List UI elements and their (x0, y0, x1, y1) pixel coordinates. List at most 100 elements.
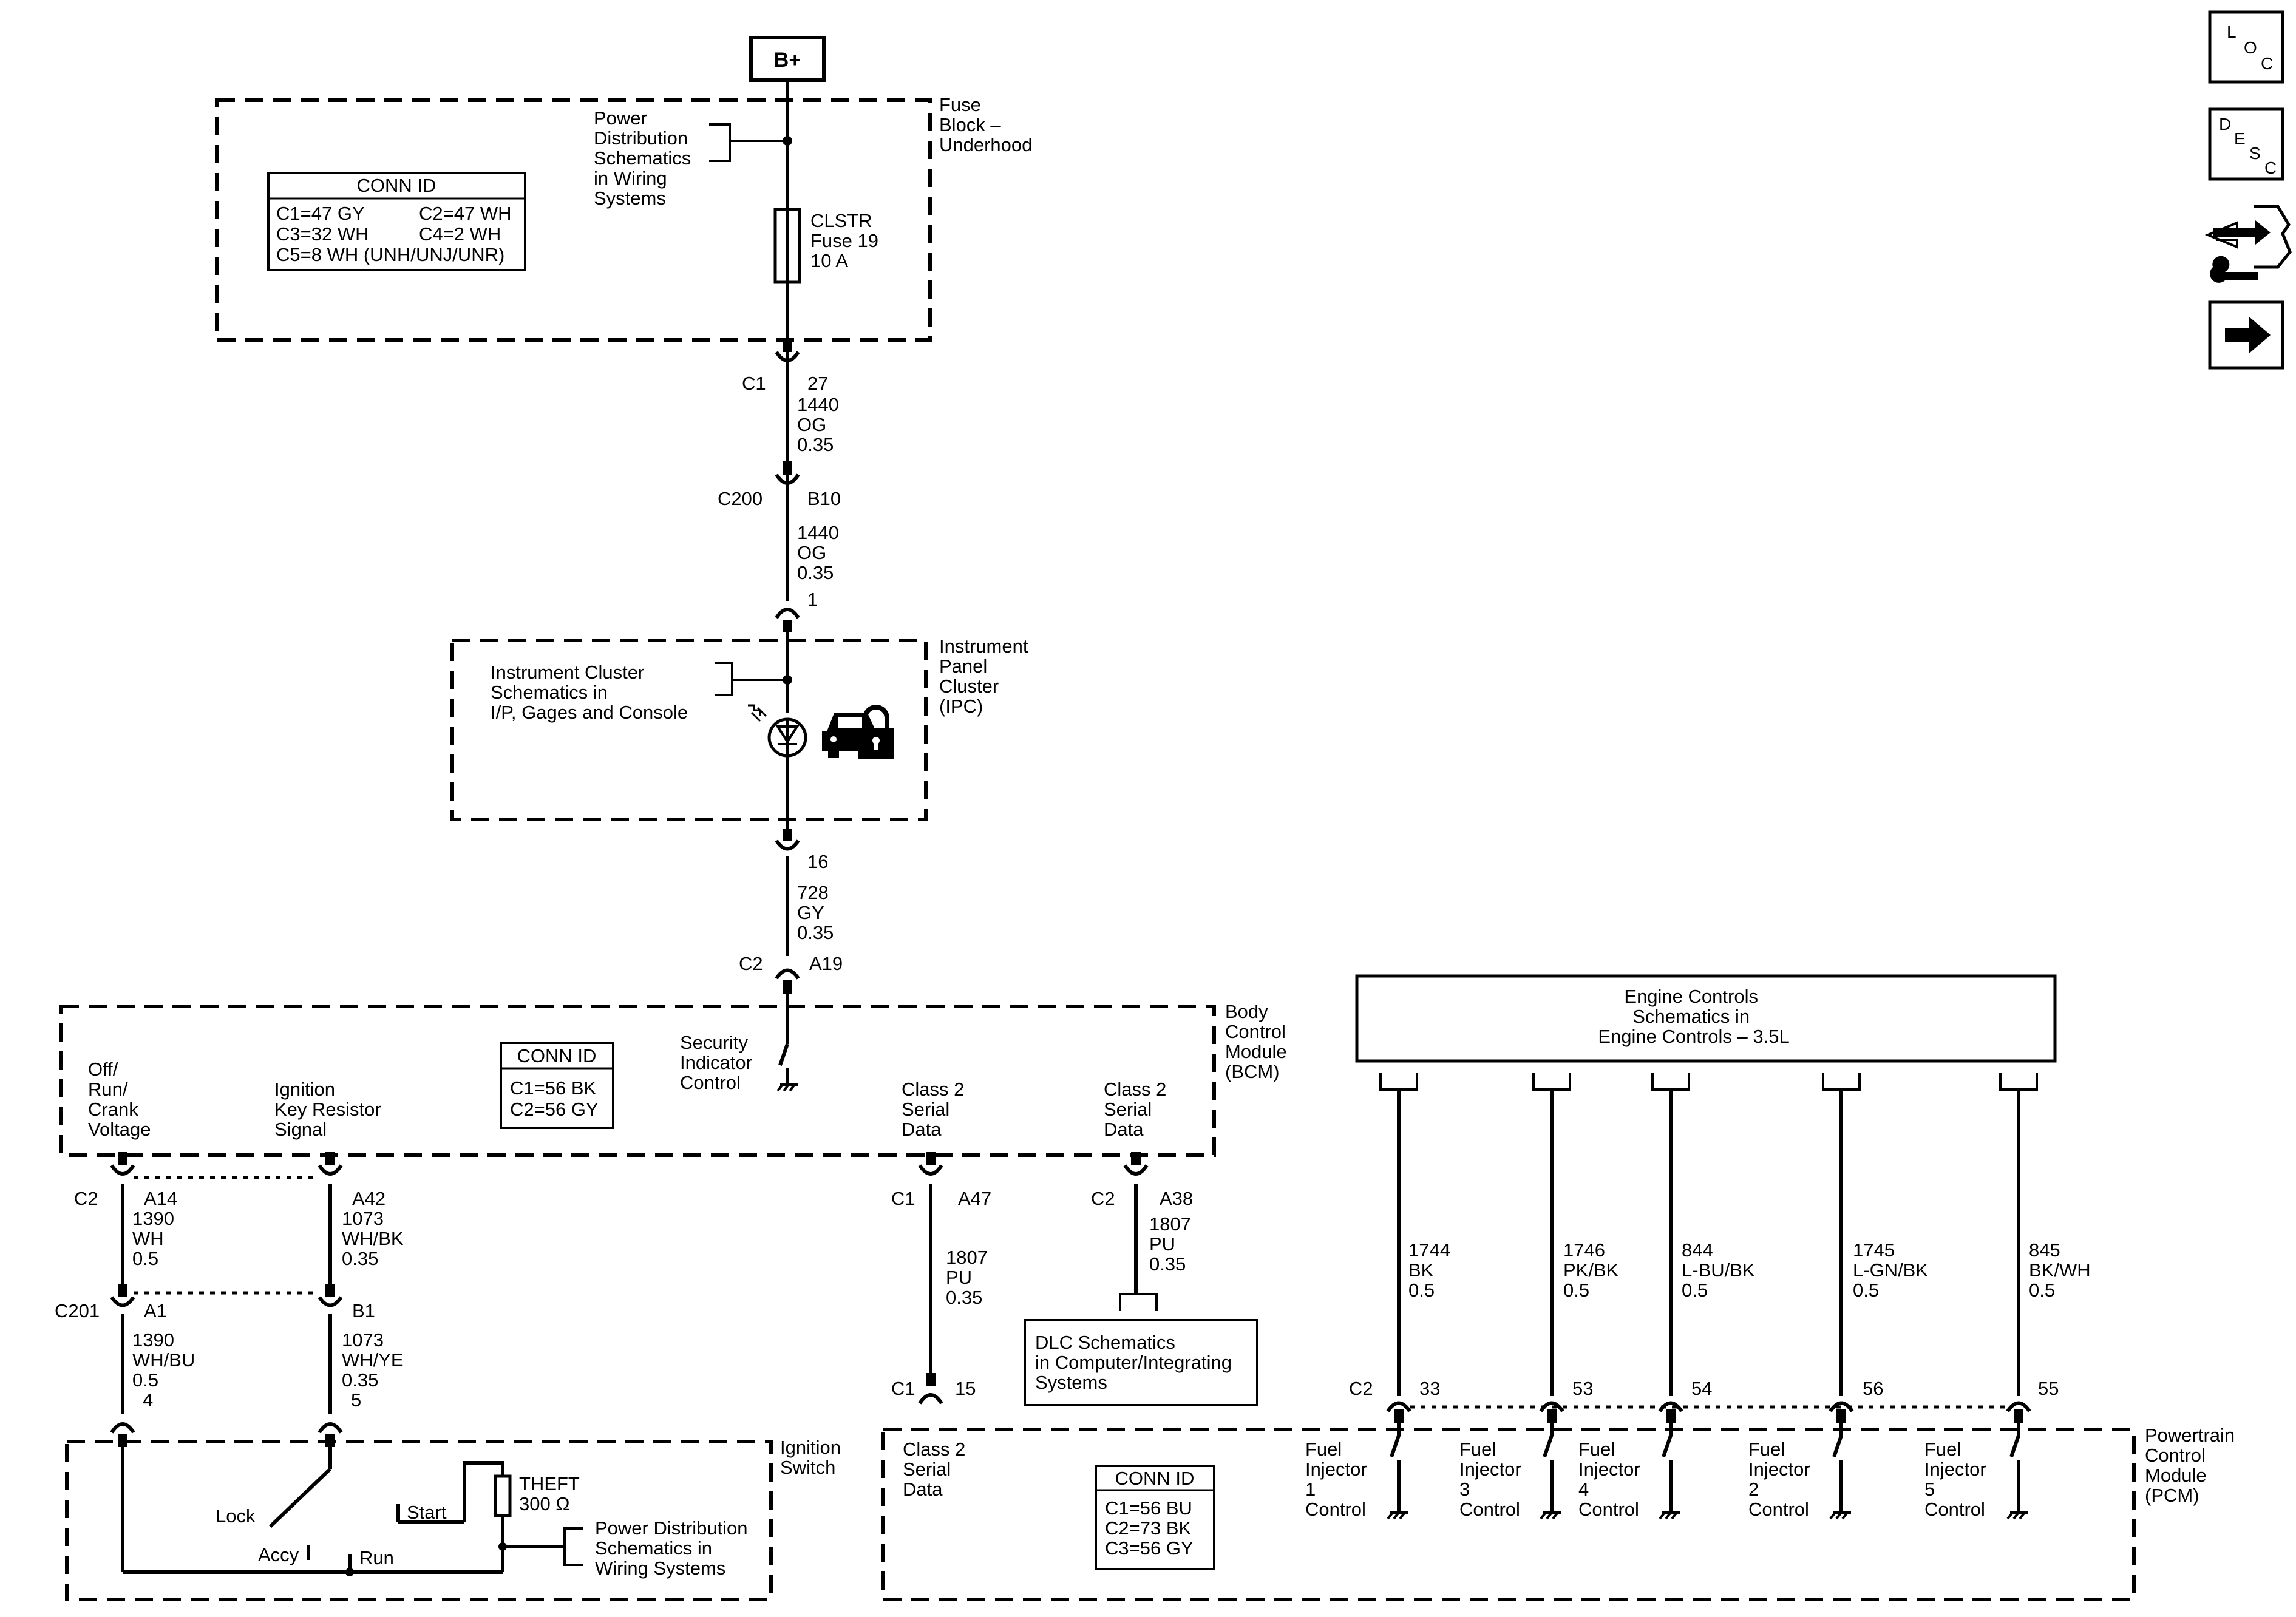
svg-text:A14: A14 (144, 1188, 177, 1209)
svg-text:C4=2 WH: C4=2 WH (419, 223, 501, 245)
pcm-connector-c2: C2 (1349, 1378, 1373, 1399)
svg-text:THEFT 300 Ω: THEFT 300 Ω (519, 1473, 585, 1514)
dlc-schematics-ref[interactable]: DLC Schematics in Computer/Integrating S… (1024, 1319, 1258, 1406)
svg-text:C201: C201 (55, 1300, 100, 1321)
svg-text:B1: B1 (352, 1300, 375, 1321)
power-distribution-ref[interactable]: Power Distribution Schematics in Wiring … (594, 107, 792, 209)
connector-a42: A42 1073 WH/BK 0.35 (318, 1152, 409, 1284)
svg-text:1: 1 (807, 589, 818, 610)
svg-text:C3=32 WH: C3=32 WH (276, 223, 369, 245)
svg-text:C2: C2 (74, 1188, 98, 1209)
fuse-block-conn-id-table: CONN ID C1=47 GY C2=47 WH C3=32 WH C4=2 … (267, 172, 526, 271)
svg-text:Instrument Cluster Sch: Instrument Cluster Schematics in I/P, Ga… (491, 662, 688, 723)
next-arrow-button[interactable] (2208, 300, 2284, 370)
svg-text:53: 53 (1572, 1378, 1593, 1399)
svg-text:27: 27 (807, 373, 828, 394)
svg-text:E: E (2234, 129, 2246, 148)
svg-text:C1: C1 (891, 1378, 915, 1399)
svg-text:C2: C2 (739, 953, 763, 974)
connector-c201-a1: C201 A1 1390 WH/BU 0.5 4 (55, 1284, 200, 1414)
svg-text:16: 16 (807, 851, 828, 872)
svg-text:Accy: Accy (258, 1544, 299, 1565)
svg-text:DLC Schematics in Comput: DLC Schematics in Computer/Integrating S… (1035, 1332, 1237, 1393)
ignition-switch: Ignition Switch Lock Accy Run Start THEF… (65, 1422, 846, 1601)
svg-text:Run: Run (359, 1547, 394, 1568)
svg-text:Start: Start (407, 1502, 447, 1523)
connector-c200-b10: C200 B10 1440 OG 0.35 (718, 461, 841, 583)
next-arrow-icon (2225, 317, 2271, 353)
svg-text:Power Distribution Sch: Power Distribution Schematics in Wiring … (595, 1517, 753, 1579)
svg-text:55: 55 (2038, 1378, 2059, 1399)
svg-text:Lock: Lock (216, 1505, 256, 1527)
svg-text:1073 WH/YE 0.35: 1073 WH/YE 0.35 5 (342, 1329, 409, 1411)
connector-c1-27: C1 27 1440 OG 0.35 (742, 340, 844, 455)
body-control-module: Body Control Module (BCM) CONN ID C1=56 … (59, 1001, 1292, 1157)
svg-text:B10: B10 (807, 488, 841, 509)
desc-button[interactable]: D E S C (2208, 107, 2284, 181)
svg-text:Power Distribution: Power Distribution Schematics in Wiring … (594, 107, 696, 209)
svg-text:S: S (2249, 144, 2261, 163)
engine-controls-ref[interactable]: Engine Controls Schematics in Engine Con… (1355, 974, 2057, 1063)
svg-text:A47: A47 (958, 1188, 991, 1209)
svg-text:CONN ID: CONN ID (357, 175, 436, 196)
svg-text:A1: A1 (144, 1300, 167, 1321)
svg-text:C1=56 BK: C1=56 BK (510, 1077, 597, 1099)
svg-text:1807 PU 0.35: 1807 PU 0.35 (946, 1247, 993, 1308)
fuse-block-title: Fuse Block – Underhood (939, 94, 1032, 155)
connector-c2-a38: C2 A38 1807 PU 0.35 (1091, 1152, 1197, 1311)
fuse-19: CLSTR Fuse 19 10 A (773, 208, 884, 284)
ipc-title: Instrument Panel Cluster (IPC) (939, 636, 1033, 717)
svg-text:C200: C200 (718, 488, 763, 509)
svg-text:C2=47 WH: C2=47 WH (419, 203, 511, 224)
svg-text:CLSTR Fuse 19: CLSTR Fuse 19 10 A (810, 210, 884, 271)
svg-text:1440 OG 0.35: 1440 OG 0.35 (797, 394, 844, 455)
fuse-block-underhood: Fuse Block – Underhood CONN ID C1=47 GY … (215, 94, 1032, 342)
bcm-conn-id-table: CONN ID C1=56 BK C2=56 GY (500, 1042, 614, 1129)
svg-text:C2=73 BK: C2=73 BK (1105, 1517, 1192, 1539)
svg-text:1390 WH 0.5: 1390 WH 0.5 (132, 1208, 180, 1269)
svg-text:A42: A42 (352, 1188, 385, 1209)
svg-text:A19: A19 (809, 953, 843, 974)
loc-button[interactable]: L O C (2208, 10, 2284, 84)
svg-text:C1: C1 (891, 1188, 915, 1209)
ignition-switch-title: Ignition Switch (780, 1437, 846, 1478)
security-switch-ground-icon (776, 1032, 798, 1092)
svg-text:C5=8 WH (UNH/UNJ/UNR): C5=8 WH (UNH/UNJ/UNR) (276, 244, 504, 265)
bcm-title: Body Control Module (BCM) (1225, 1001, 1292, 1082)
svg-text:1807 PU 0.35: 1807 PU 0.35 (1149, 1213, 1197, 1275)
pcm-conn-id-table: CONN ID C1=56 BU C2=73 BK C3=56 GY (1095, 1465, 1215, 1570)
svg-text:Class 2 Serial Dat: Class 2 Serial Data (1104, 1079, 1172, 1140)
svg-text:D: D (2219, 115, 2231, 134)
svg-text:1390 WH/BU 0.5: 1390 WH/BU 0.5 4 (132, 1329, 200, 1411)
pcm-title: Powertrain Control Module (PCM) (2145, 1425, 2240, 1506)
svg-text:Security Indicator: Security Indicator Control (680, 1032, 758, 1093)
svg-text:1073 WH/BK 0.35: 1073 WH/BK 0.35 (342, 1208, 409, 1269)
connector-c2-a14: C2 A14 1390 WH 0.5 (74, 1152, 180, 1284)
svg-text:C3=56 GY: C3=56 GY (1105, 1537, 1194, 1559)
connector-ipc-pin-1: 1 (775, 589, 818, 632)
instrument-cluster-ref[interactable]: Instrument Cluster Schematics in I/P, Ga… (491, 662, 792, 723)
svg-text:Off/ Run/ Crank: Off/ Run/ Crank Voltage (88, 1059, 151, 1140)
svg-text:Ignition Key Resistor: Ignition Key Resistor Signal (274, 1079, 386, 1140)
svg-text:Class 2 Serial Dat: Class 2 Serial Data (903, 1439, 971, 1500)
power-distribution-ref-2[interactable]: Power Distribution Schematics in Wiring … (563, 1517, 753, 1579)
svg-text:33: 33 (1419, 1378, 1440, 1399)
connector-repair-icon[interactable] (2204, 205, 2292, 283)
svg-text:CONN ID: CONN ID (517, 1045, 597, 1066)
instrument-panel-cluster: Instrument Panel Cluster (IPC) Instrumen… (450, 636, 1033, 821)
